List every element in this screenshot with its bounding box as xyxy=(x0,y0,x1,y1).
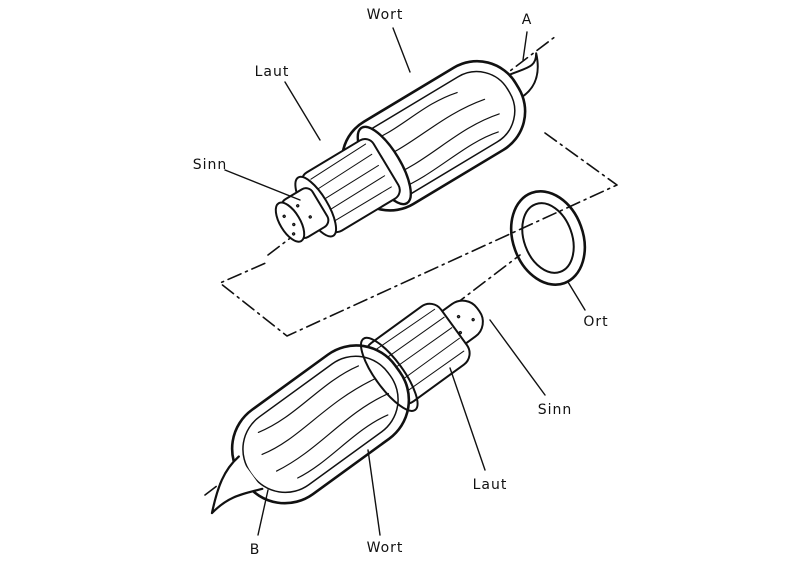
leader-lines xyxy=(224,27,586,536)
label-ort: Ort xyxy=(583,314,609,330)
label-bottom-sinn: Sinn xyxy=(537,402,573,418)
dashed-frame xyxy=(219,132,618,337)
label-a: A xyxy=(521,12,533,28)
label-bottom-wort: Wort xyxy=(366,540,404,556)
bottom-cylinder xyxy=(210,299,484,515)
top-cylinder xyxy=(274,52,539,243)
horn-b xyxy=(210,455,264,515)
label-b: B xyxy=(249,542,261,558)
label-bottom-laut: Laut xyxy=(472,477,508,493)
ort-ring xyxy=(509,190,587,286)
label-top-sinn: Sinn xyxy=(192,157,228,173)
label-top-laut: Laut xyxy=(254,64,290,80)
label-top-wort: Wort xyxy=(366,7,404,23)
